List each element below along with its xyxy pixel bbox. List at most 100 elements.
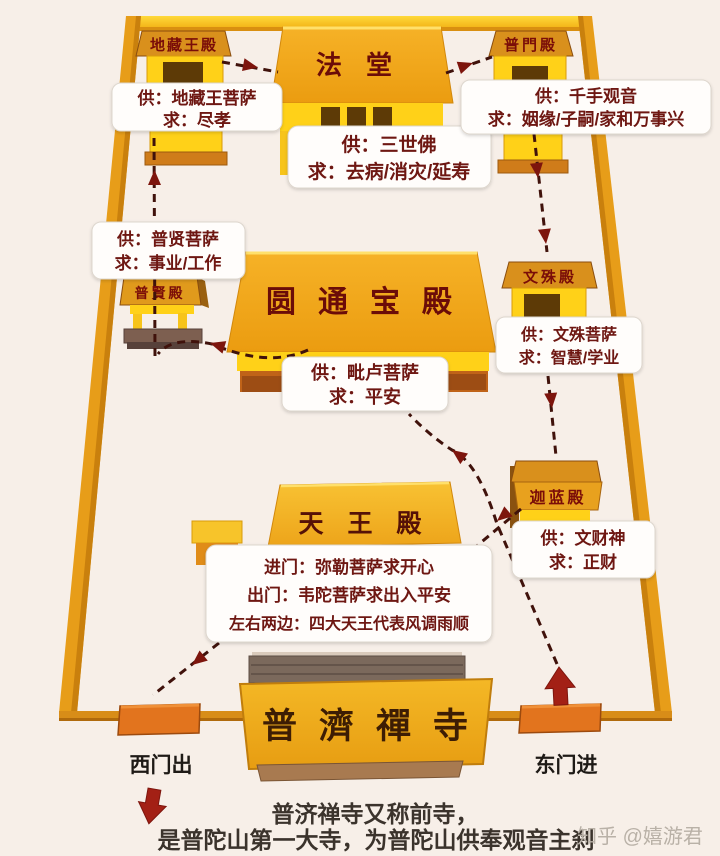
fatang-door (347, 107, 366, 131)
puxian-leg (178, 313, 187, 330)
visit-route (148, 55, 559, 697)
route-tianwang-to-westgate (152, 641, 220, 697)
watermark: 知乎 @嬉游君 (577, 825, 703, 848)
fatang-gong: 供：三世佛 (340, 133, 436, 156)
wenshu-qiu: 求：智慧/学业 (519, 348, 619, 367)
route-arrowhead (544, 392, 558, 408)
route-arrowhead (537, 228, 551, 244)
wenshu-door (524, 294, 560, 318)
qielan-qiu: 求：正财 (549, 552, 617, 572)
tianwang-line3: 左右两边：四大天王代表风调雨顺 (228, 614, 469, 633)
note-box (91, 221, 246, 280)
fatang-door (373, 107, 392, 131)
puxian-qiu: 求：事业/工作 (115, 253, 222, 273)
route-yuantong-to-puxian (156, 340, 309, 360)
pumen-qiu: 求：姻缘/子嗣/家和万事兴 (488, 109, 684, 129)
pumen-roof (488, 30, 574, 57)
puxian-note: 供：普贤菩萨 求：事业/工作 (91, 221, 246, 280)
dizang-note: 供：地藏王菩萨 求：尽孝 (111, 82, 283, 132)
route-arrowhead (497, 506, 513, 521)
west-gate-top-face (120, 703, 200, 709)
route-arrowhead (452, 450, 468, 465)
east-gate-top-face (521, 703, 601, 709)
qielan-roof (510, 460, 602, 483)
east-gate-label: 东门进 (535, 753, 598, 777)
caption: 普济禅寺又称前寺， 是普陀山第一大寺，为普陀山供奉观音主刹 (158, 801, 595, 853)
dizang-qiu: 求：尽孝 (163, 110, 231, 130)
hall-fatang: 法堂 (270, 26, 454, 175)
annotations: 供：地藏王菩萨 求：尽孝 供：三世佛 求：去病/消灾/延寿 供：千手观音 求：姻… (91, 79, 712, 643)
puxian-base (123, 328, 203, 344)
note-box (495, 316, 643, 374)
tianwang-title: 天王殿 (298, 510, 445, 538)
west-gate: 西门出 (117, 703, 201, 825)
fatang-door (321, 107, 340, 131)
fatang-note: 供：三世佛 求：去病/消灾/延寿 (287, 125, 492, 189)
wenshu-roof (501, 261, 598, 289)
puji-roof-rim (252, 652, 462, 657)
east-gate-block (518, 703, 602, 734)
yuantong-title: 圆通宝殿 (266, 285, 474, 319)
qielan-title: 迦蓝殿 (529, 488, 586, 507)
pumen-gong: 供：千手观音 (534, 86, 637, 106)
dizang-base (144, 151, 228, 166)
route-arrowhead (529, 162, 543, 178)
dizang-roof (135, 30, 232, 57)
tianwang-wing-top (191, 520, 243, 544)
route-arrowhead (148, 170, 161, 185)
puji-roof (248, 655, 466, 684)
route-arrowhead (456, 61, 473, 75)
puxian-title: 普賢殿 (135, 285, 186, 302)
qielan-face (513, 481, 603, 511)
dizang-gong: 供：地藏王菩萨 (137, 88, 257, 108)
note-box (205, 544, 493, 643)
hall-puji: 普濟禪寺 (238, 652, 494, 782)
tianwang-note: 进门：弥勒菩萨求开心 出门：韦陀菩萨求出入平安 左右两边：四大天王代表风调雨顺 (205, 544, 493, 643)
dizang-platform (149, 129, 223, 155)
qielan-stack-side (510, 466, 519, 528)
puji-base (256, 760, 464, 782)
yuantong-note: 供：毗卢菩萨 求：平安 (281, 356, 449, 412)
wenshu-gong: 供：文殊菩萨 (520, 325, 617, 344)
qielan-gong: 供：文财神 (540, 528, 626, 548)
yuantong-gong: 供：毗卢菩萨 (310, 362, 419, 383)
fatang-title: 法堂 (316, 51, 416, 80)
puxian-leg (133, 314, 142, 332)
yuantong-base-slab (440, 374, 486, 390)
puji-title: 普濟禪寺 (262, 707, 490, 746)
route-arrowhead (242, 58, 258, 72)
note-box (281, 356, 449, 412)
puxian-gong: 供：普贤菩萨 (116, 229, 219, 249)
route-arrowhead (192, 650, 208, 665)
west-gate-block (117, 703, 201, 736)
yuantong-base-slab (242, 376, 290, 392)
route-arrowhead (210, 341, 227, 354)
note-box (287, 125, 492, 189)
hall-qielan: 迦蓝殿 (510, 460, 603, 528)
tianwang-slab-ridge (280, 481, 450, 488)
wenshu-note: 供：文殊菩萨 求：智慧/学业 (495, 316, 643, 374)
west-exit-arrow (137, 787, 168, 825)
puji-plaque (238, 677, 494, 771)
qielan-note: 供：文财神 求：正财 (511, 520, 656, 579)
qielan-body (520, 510, 590, 522)
fatang-qiu: 求：去病/消灾/延寿 (308, 160, 471, 183)
note-box (111, 82, 283, 132)
hall-puxian: 普賢殿 (119, 276, 209, 349)
fatang-sidewall-left (280, 131, 290, 175)
note-box (511, 520, 656, 579)
west-gate-label: 西门出 (130, 753, 193, 777)
caption-line1: 普济禅寺又称前寺， (272, 801, 479, 827)
puxian-table (130, 305, 194, 314)
pumen-note: 供：千手观音 求：姻缘/子嗣/家和万事兴 (460, 79, 712, 135)
east-enter-arrow (544, 666, 577, 706)
pumen-title: 普門殿 (504, 36, 558, 54)
hall-wenshu: 文殊殿 (501, 261, 598, 319)
dizang-title: 地藏王殿 (150, 36, 218, 54)
tianwang-line2: 出门：韦陀菩萨求出入平安 (247, 585, 451, 605)
tianwang-line1: 进门：弥勒菩萨求开心 (264, 557, 434, 577)
wall-left-edge (71, 16, 141, 713)
note-box (460, 79, 712, 135)
yuantong-qiu: 求：平安 (329, 386, 401, 407)
